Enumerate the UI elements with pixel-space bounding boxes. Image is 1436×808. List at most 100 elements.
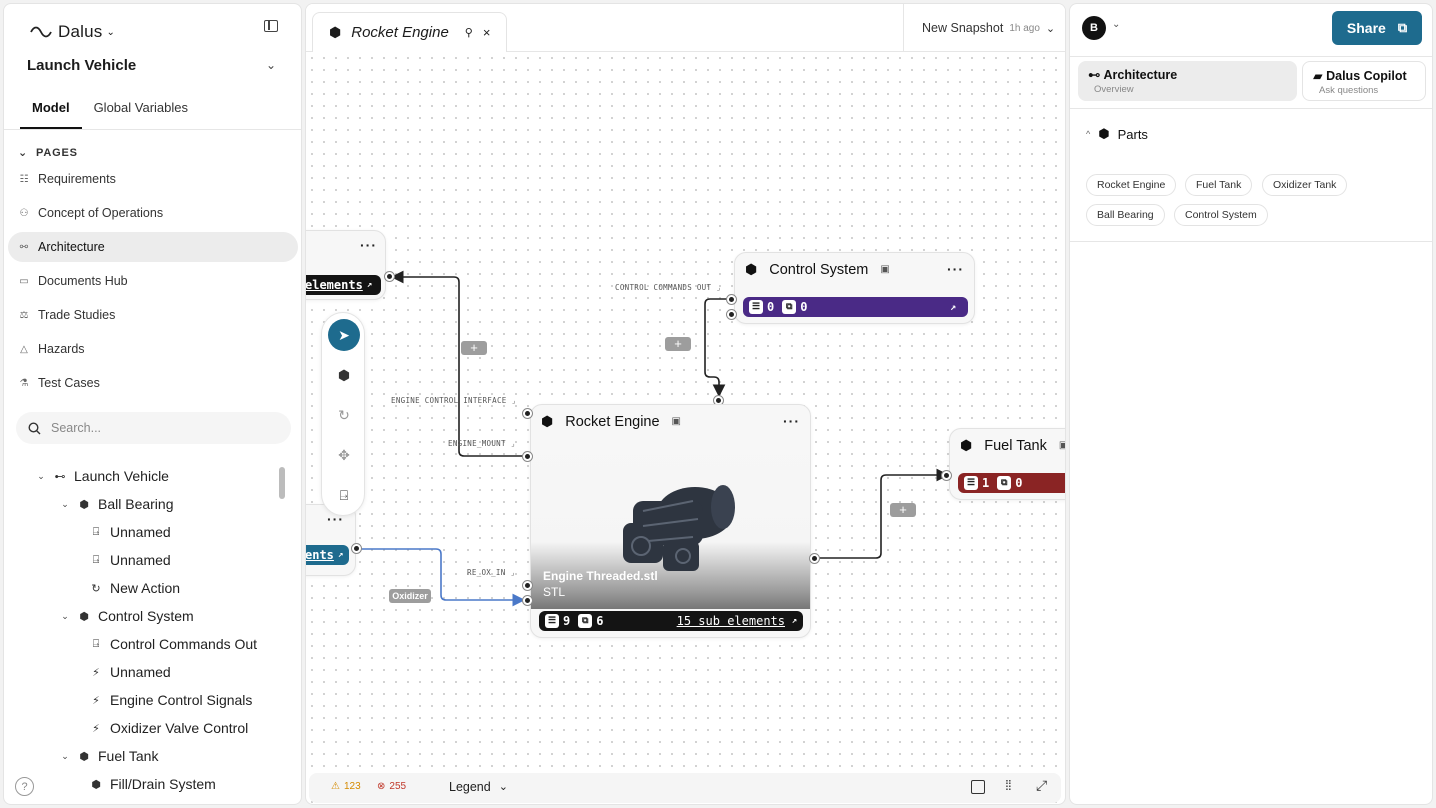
- external-link-icon[interactable]: ↗: [949, 301, 956, 313]
- chevron-down-icon[interactable]: ⌄: [37, 470, 45, 481]
- avatar[interactable]: B: [1082, 16, 1106, 40]
- node-stats-bar[interactable]: ☰1 ⧉0: [958, 473, 1065, 493]
- sub-elements-link[interactable]: ents: [305, 548, 334, 562]
- nav-requirements[interactable]: ☷ Requirements: [8, 164, 298, 194]
- node-partial-bottom[interactable]: ··· ents↗: [305, 504, 356, 576]
- tab-dalus-copilot[interactable]: ▰ Dalus Copilot Ask questions: [1302, 61, 1426, 101]
- pointer-tool-icon[interactable]: ➤: [328, 319, 360, 351]
- share-button[interactable]: Share⧉: [1332, 11, 1422, 45]
- chevron-down-icon[interactable]: ⌄: [61, 498, 69, 509]
- fit-view-icon[interactable]: [971, 780, 985, 794]
- nav-documents-hub[interactable]: ▭Documents Hub: [8, 266, 298, 296]
- tab-model[interactable]: Model: [20, 100, 82, 129]
- add-edge-button[interactable]: +: [665, 337, 691, 351]
- project-chevron-icon[interactable]: ⌄: [266, 58, 277, 72]
- tree-item-control-commands-out[interactable]: ⍈Control Commands Out: [90, 630, 257, 658]
- port[interactable]: [522, 408, 533, 419]
- collapse-sidebar-icon[interactable]: [264, 20, 278, 32]
- part-chip-fuel-tank[interactable]: Fuel Tank: [1185, 174, 1253, 196]
- add-edge-button[interactable]: +: [890, 503, 916, 517]
- nav-hazards[interactable]: △Hazards: [8, 334, 298, 364]
- port[interactable]: [384, 271, 395, 282]
- node-rocket-engine[interactable]: ⬢Rocket Engine▣ ··· Engine Threaded.stl …: [530, 404, 811, 638]
- tree-item-fuel-tank[interactable]: ⌄⬢Fuel Tank: [60, 742, 158, 770]
- grid-toggle-icon[interactable]: ⁞⁞: [1005, 777, 1012, 793]
- part-chip-rocket-engine[interactable]: Rocket Engine: [1086, 174, 1177, 196]
- part-chip-ball-bearing[interactable]: Ball Bearing: [1086, 204, 1165, 226]
- search-field[interactable]: Search...: [16, 412, 291, 444]
- move-tool-icon[interactable]: ✥: [338, 446, 350, 463]
- part-chip-oxidizer-tank[interactable]: Oxidizer Tank: [1262, 174, 1348, 196]
- port-tool-icon[interactable]: ⍈: [339, 486, 349, 503]
- tree-item-launch-vehicle[interactable]: ⌄⊷Launch Vehicle: [36, 462, 169, 490]
- port[interactable]: [726, 294, 737, 305]
- tree-item-ball-bearing[interactable]: ⌄⬢Ball Bearing: [60, 490, 173, 518]
- close-icon[interactable]: ×: [482, 25, 491, 40]
- snapshot-selector[interactable]: New Snapshot 1h ago ⌄: [903, 4, 1055, 52]
- pages-section[interactable]: ⌄PAGES: [18, 146, 78, 159]
- tree-item-oxidizer-valve-control[interactable]: ⚡Oxidizer Valve Control: [90, 714, 248, 742]
- refresh-tool-icon[interactable]: ↻: [338, 406, 350, 423]
- tree-item-unnamed[interactable]: ⍈Unnamed: [90, 518, 171, 546]
- brand-menu[interactable]: Dalus ⌄: [30, 22, 115, 42]
- hierarchy-icon: ⊷: [1088, 68, 1101, 82]
- tree-item-fill-drain-system[interactable]: ⬢Fill/Drain System: [90, 770, 216, 798]
- node-fuel-tank[interactable]: ⬢Fuel Tank▣ ☰1 ⧉0: [949, 428, 1065, 500]
- tree-item-new-action[interactable]: ↻New Action: [90, 574, 180, 602]
- nav-concept-of-operations[interactable]: ⚇Concept of Operations: [8, 198, 298, 228]
- project-title[interactable]: Launch Vehicle: [27, 57, 137, 74]
- doc-tab[interactable]: ⬢ Rocket Engine ⚲ ×: [312, 12, 508, 52]
- nav-architecture[interactable]: ⚯Architecture: [8, 232, 298, 262]
- list-icon: ☷: [19, 173, 29, 185]
- canvas-toolbar: ➤ ⬢ ↻ ✥ ⍈: [321, 312, 365, 516]
- chevron-down-icon[interactable]: ⌄: [61, 610, 69, 621]
- tree-scrollbar[interactable]: [279, 467, 285, 499]
- tab-architecture[interactable]: ⊷ Architecture Overview: [1078, 61, 1297, 101]
- legend-button[interactable]: Legend⌄: [449, 780, 508, 794]
- parts-section[interactable]: ^⬢Parts: [1086, 126, 1148, 142]
- nav-label: Requirements: [38, 172, 116, 186]
- canvas-bottom-bar: ⚠123 ⊗255 Legend⌄ ⁞⁞ ⤢: [309, 773, 1061, 803]
- chevron-down-icon[interactable]: ⌄: [61, 750, 69, 761]
- cube-tool-icon[interactable]: ⬢: [337, 366, 351, 383]
- more-icon[interactable]: ···: [360, 237, 377, 253]
- add-edge-button[interactable]: +: [461, 341, 487, 355]
- search-input[interactable]: Search...: [51, 421, 102, 435]
- part-chip-control-system[interactable]: Control System: [1174, 204, 1268, 226]
- port[interactable]: [809, 553, 820, 564]
- node-stats-bar[interactable]: ☰0 ⧉0 ↗: [743, 297, 968, 317]
- port[interactable]: [726, 309, 737, 320]
- sub-elements-link[interactable]: elements: [305, 278, 363, 292]
- pin-icon[interactable]: ⚲: [464, 27, 473, 39]
- chevron-down-icon[interactable]: ⌄: [1112, 19, 1121, 30]
- node-subelements-bar[interactable]: ents↗: [305, 545, 349, 565]
- tree-item-unnamed[interactable]: ⍈Unnamed: [90, 546, 171, 574]
- expand-icon[interactable]: ⤢: [1036, 777, 1048, 793]
- more-icon[interactable]: ···: [947, 261, 964, 277]
- tree-item-engine-control-signals[interactable]: ⚡Engine Control Signals: [90, 686, 252, 714]
- tree-item-control-system[interactable]: ⌄⬢Control System: [60, 602, 193, 630]
- warnings-indicator[interactable]: ⚠123: [331, 781, 361, 792]
- port[interactable]: [351, 543, 362, 554]
- node-stats-bar[interactable]: ☰9 ⧉6 15 sub elements ↗: [539, 611, 803, 631]
- node-subelements-bar[interactable]: elements↗: [305, 275, 381, 295]
- edge-tag-oxidizer[interactable]: Oxidizer: [389, 589, 431, 603]
- nav-test-cases[interactable]: ⚗Test Cases: [8, 368, 298, 398]
- node-control-system[interactable]: ⬢Control System▣ ··· ☰0 ⧉0 ↗: [734, 252, 975, 324]
- right-panel: B ⌄ Share⧉ ⊷ Architecture Overview ▰ Dal…: [1069, 3, 1433, 805]
- tree-item-unnamed[interactable]: ⚡Unnamed: [90, 658, 171, 686]
- port[interactable]: [522, 595, 533, 606]
- help-button[interactable]: ?: [15, 777, 34, 796]
- nav-trade-studies[interactable]: ⚖Trade Studies: [8, 300, 298, 330]
- more-icon[interactable]: ···: [783, 413, 800, 429]
- sub-elements-link[interactable]: 15 sub elements: [676, 614, 785, 628]
- canvas-panel: ⬢ Rocket Engine ⚲ × New Snapshot 1h ago …: [305, 3, 1066, 805]
- port[interactable]: [522, 451, 533, 462]
- tab-global-variables[interactable]: Global Variables: [93, 100, 188, 115]
- node-partial-top[interactable]: ··· elements↗: [305, 230, 386, 300]
- model-preview[interactable]: Engine Threaded.stl STL: [531, 441, 810, 609]
- port[interactable]: [522, 580, 533, 591]
- errors-indicator[interactable]: ⊗255: [377, 781, 406, 792]
- external-link-icon[interactable]: ↗: [791, 616, 797, 626]
- port[interactable]: [941, 470, 952, 481]
